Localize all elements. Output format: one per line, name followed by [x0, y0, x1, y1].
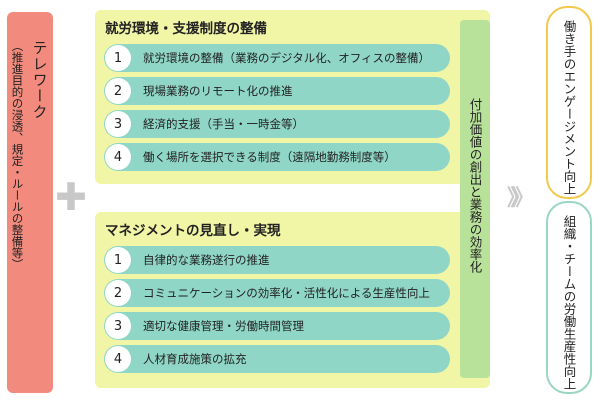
item-number-badge: 2: [105, 78, 131, 104]
work-environment-item: 4 働く場所を選択できる制度（遠隔地勤務制度等）: [104, 143, 450, 171]
item-label: 人材育成施策の拡充: [143, 352, 247, 366]
item-label: 現場業務のリモート化の推進: [143, 84, 293, 98]
value-creation-strip: 付加価値の創出と業務の効率化: [460, 20, 490, 378]
item-number-badge: 3: [105, 111, 131, 137]
item-label: 就労環境の整備（業務のデジタル化、オフィスの整備）: [143, 51, 431, 65]
work-environment-item: 2 現場業務のリモート化の推進: [104, 77, 450, 105]
management-panel: マネジメントの見直し・実現 1 自律的な業務遂行の推進 2 コミュニケーションの…: [95, 212, 490, 388]
item-number-badge: 1: [105, 45, 131, 71]
plus-icon: ✚: [55, 175, 87, 219]
item-number-badge: 3: [105, 313, 131, 339]
telework-box: テレワーク （推進目的の浸透、規定・ルールの整備等）: [7, 12, 53, 393]
work-environment-panel: 就労環境・支援制度の整備 1 就労環境の整備（業務のデジタル化、オフィスの整備）…: [95, 10, 490, 184]
item-label: コミュニケーションの効率化・活性化による生産性向上: [143, 286, 430, 300]
item-label: 自律的な業務遂行の推進: [143, 253, 270, 267]
double-chevron-right-icon: 》》: [507, 186, 534, 211]
productivity-outcome-label: 組織・チームの労働生産性向上: [561, 215, 577, 390]
telework-subtitle: （推進目的の浸透、規定・ルールの整備等）: [10, 40, 25, 270]
item-number-badge: 2: [105, 280, 131, 306]
management-item: 2 コミュニケーションの効率化・活性化による生産性向上: [104, 279, 450, 307]
management-item: 1 自律的な業務遂行の推進: [104, 246, 450, 274]
work-environment-item: 3 経済的支援（手当・一時金等）: [104, 110, 450, 138]
management-title: マネジメントの見直し・実現: [105, 223, 281, 239]
item-label: 適切な健康管理・労働時間管理: [143, 319, 304, 333]
item-number-badge: 1: [105, 247, 131, 273]
management-item: 3 適切な健康管理・労働時間管理: [104, 312, 450, 340]
work-environment-title: 就労環境・支援制度の整備: [105, 21, 267, 37]
item-number-badge: 4: [105, 144, 131, 170]
management-item: 4 人材育成施策の拡充: [104, 345, 450, 373]
work-environment-item: 1 就労環境の整備（業務のデジタル化、オフィスの整備）: [104, 44, 450, 72]
item-number-badge: 4: [105, 346, 131, 372]
productivity-outcome: 組織・チームの労働生産性向上: [546, 201, 592, 394]
telework-title: テレワーク: [30, 40, 49, 120]
engagement-outcome: 働き手のエンゲージメント向上: [546, 6, 592, 199]
value-creation-label: 付加価値の創出と業務の効率化: [467, 98, 483, 273]
item-label: 働く場所を選択できる制度（遠隔地勤務制度等）: [143, 150, 396, 164]
engagement-outcome-label: 働き手のエンゲージメント向上: [561, 20, 577, 195]
item-label: 経済的支援（手当・一時金等）: [143, 117, 304, 131]
